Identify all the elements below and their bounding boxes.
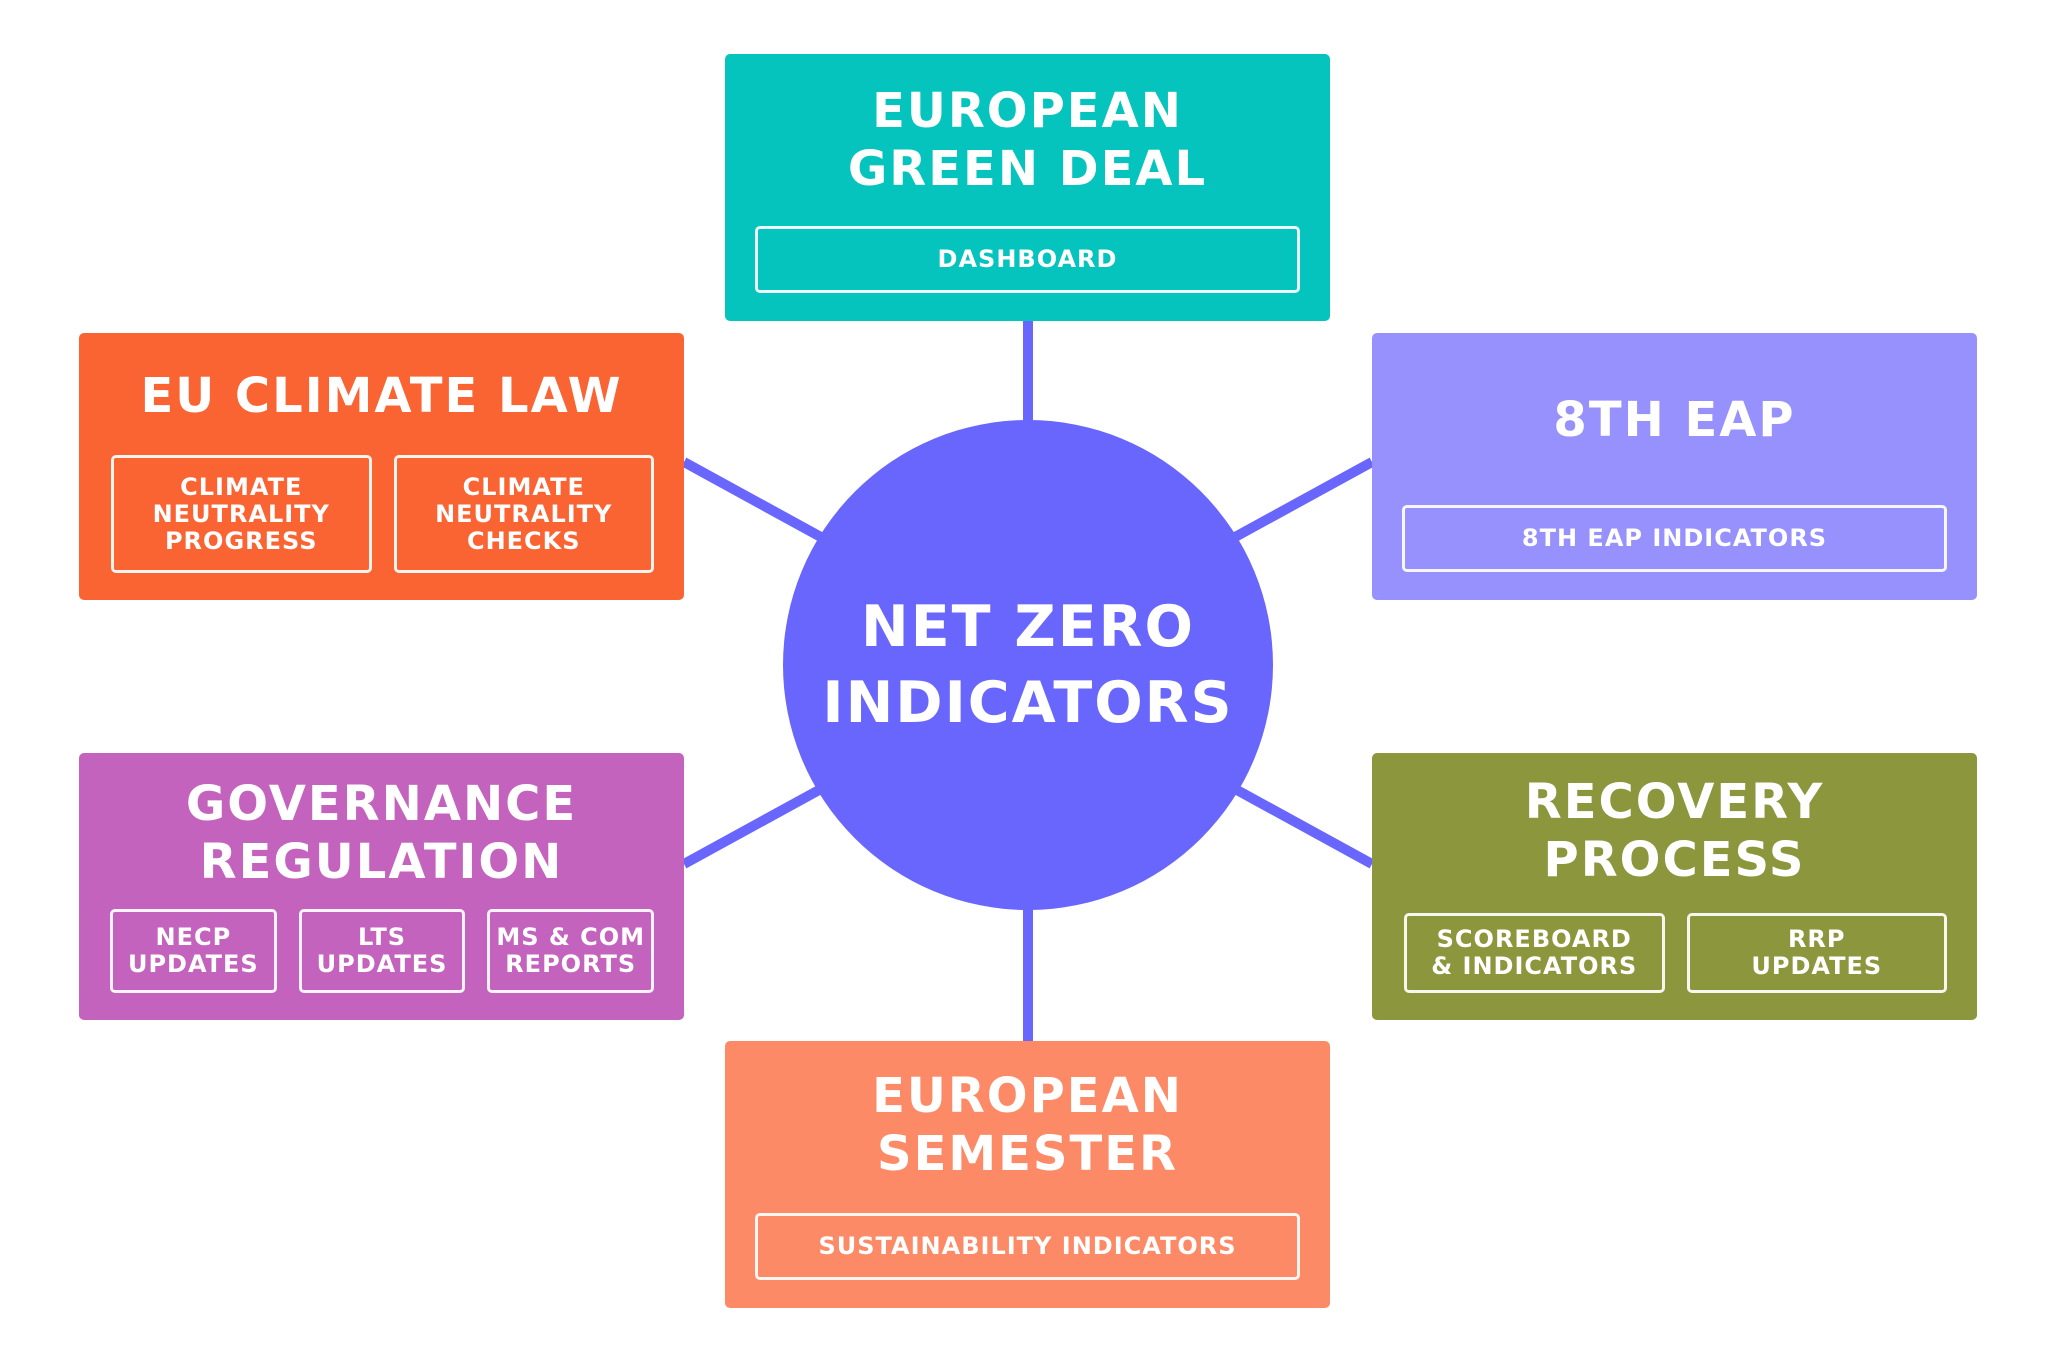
- center-node: NET ZERO INDICATORS: [783, 420, 1273, 910]
- pill-line: LTS: [358, 923, 406, 951]
- pill-line: CLIMATE: [180, 472, 303, 501]
- pill-group: SUSTAINABILITY INDICATORS: [755, 1213, 1300, 1280]
- pill-label: DASHBOARD: [937, 245, 1118, 273]
- pill-group: DASHBOARD: [755, 226, 1300, 293]
- pill-line: PROGRESS: [164, 526, 318, 555]
- pill-line: NECP: [155, 923, 232, 951]
- connector-eap: [1223, 457, 1375, 547]
- pill-line: UPDATES: [1751, 952, 1883, 980]
- dashboard-pill[interactable]: DASHBOARD: [755, 226, 1300, 293]
- pill-line: NEUTRALITY: [152, 499, 330, 528]
- pill-group: SCOREBOARD & INDICATORS RRP UPDATES: [1404, 913, 1947, 993]
- node-8th-eap: 8TH EAP 8TH EAP INDICATORS: [1372, 333, 1977, 600]
- scoreboard-indicators-pill[interactable]: SCOREBOARD & INDICATORS: [1404, 913, 1665, 993]
- node-european-green-deal: EUROPEAN GREEN DEAL DASHBOARD: [725, 54, 1330, 321]
- pill-line: SCOREBOARD: [1436, 925, 1632, 953]
- node-title: 8TH EAP: [1372, 391, 1977, 449]
- pill-line: UPDATES: [127, 950, 259, 978]
- title-line-1: GOVERNANCE: [185, 776, 578, 832]
- connector-climate-law: [681, 457, 833, 547]
- node-eu-climate-law: EU CLIMATE LAW CLIMATE NEUTRALITY PROGRE…: [79, 333, 684, 600]
- title-line-1: EUROPEAN: [872, 83, 1183, 139]
- node-title: EUROPEAN SEMESTER: [725, 1067, 1330, 1183]
- center-title-line-1: NET ZERO: [861, 594, 1195, 660]
- title-line-1: EU CLIMATE LAW: [140, 368, 623, 424]
- pill-line: REPORTS: [505, 950, 637, 978]
- pill-label: 8TH EAP INDICATORS: [1521, 524, 1828, 552]
- node-title: EUROPEAN GREEN DEAL: [725, 82, 1330, 198]
- title-line-1: EUROPEAN: [872, 1068, 1183, 1124]
- climate-neutrality-checks-pill[interactable]: CLIMATE NEUTRALITY CHECKS: [393, 455, 654, 573]
- node-recovery-process: RECOVERY PROCESS SCOREBOARD & INDICATORS…: [1372, 753, 1977, 1020]
- connector-governance: [681, 779, 833, 869]
- title-line-2: GREEN DEAL: [847, 141, 1208, 197]
- title-line-1: RECOVERY: [1524, 774, 1825, 830]
- ms-com-reports-pill[interactable]: MS & COM REPORTS: [487, 909, 655, 993]
- pill-line: RRP: [1787, 925, 1846, 953]
- pill-line: CHECKS: [466, 526, 581, 555]
- node-title: EU CLIMATE LAW: [79, 367, 684, 425]
- node-title: GOVERNANCE REGULATION: [79, 775, 684, 891]
- title-line-2: SEMESTER: [877, 1126, 1178, 1182]
- node-european-semester: EUROPEAN SEMESTER SUSTAINABILITY INDICAT…: [725, 1041, 1330, 1308]
- node-title: RECOVERY PROCESS: [1372, 773, 1977, 889]
- pill-line: UPDATES: [316, 950, 448, 978]
- rrp-updates-pill[interactable]: RRP UPDATES: [1686, 913, 1947, 993]
- pill-line: CLIMATE: [462, 472, 585, 501]
- necp-updates-pill[interactable]: NECP UPDATES: [110, 909, 277, 993]
- center-title-line-2: INDICATORS: [822, 670, 1234, 736]
- pill-line: MS & COM: [496, 923, 646, 951]
- pill-line: NEUTRALITY: [435, 499, 613, 528]
- pill-group: CLIMATE NEUTRALITY PROGRESS CLIMATE NEUT…: [111, 455, 654, 573]
- connector-recovery: [1223, 779, 1375, 869]
- title-line-1: 8TH EAP: [1553, 392, 1796, 448]
- lts-updates-pill[interactable]: LTS UPDATES: [298, 909, 466, 993]
- pill-label: SUSTAINABILITY INDICATORS: [818, 1232, 1237, 1260]
- node-governance-regulation: GOVERNANCE REGULATION NECP UPDATES LTS U…: [79, 753, 684, 1020]
- title-line-2: REGULATION: [199, 834, 564, 890]
- pill-group: 8TH EAP INDICATORS: [1402, 505, 1947, 572]
- 8th-eap-indicators-pill[interactable]: 8TH EAP INDICATORS: [1402, 505, 1947, 572]
- title-line-2: PROCESS: [1543, 832, 1806, 888]
- pill-line: & INDICATORS: [1431, 952, 1638, 980]
- sustainability-indicators-pill[interactable]: SUSTAINABILITY INDICATORS: [755, 1213, 1300, 1280]
- climate-neutrality-progress-pill[interactable]: CLIMATE NEUTRALITY PROGRESS: [111, 455, 372, 573]
- pill-group: NECP UPDATES LTS UPDATES MS & COM REPORT…: [110, 909, 655, 993]
